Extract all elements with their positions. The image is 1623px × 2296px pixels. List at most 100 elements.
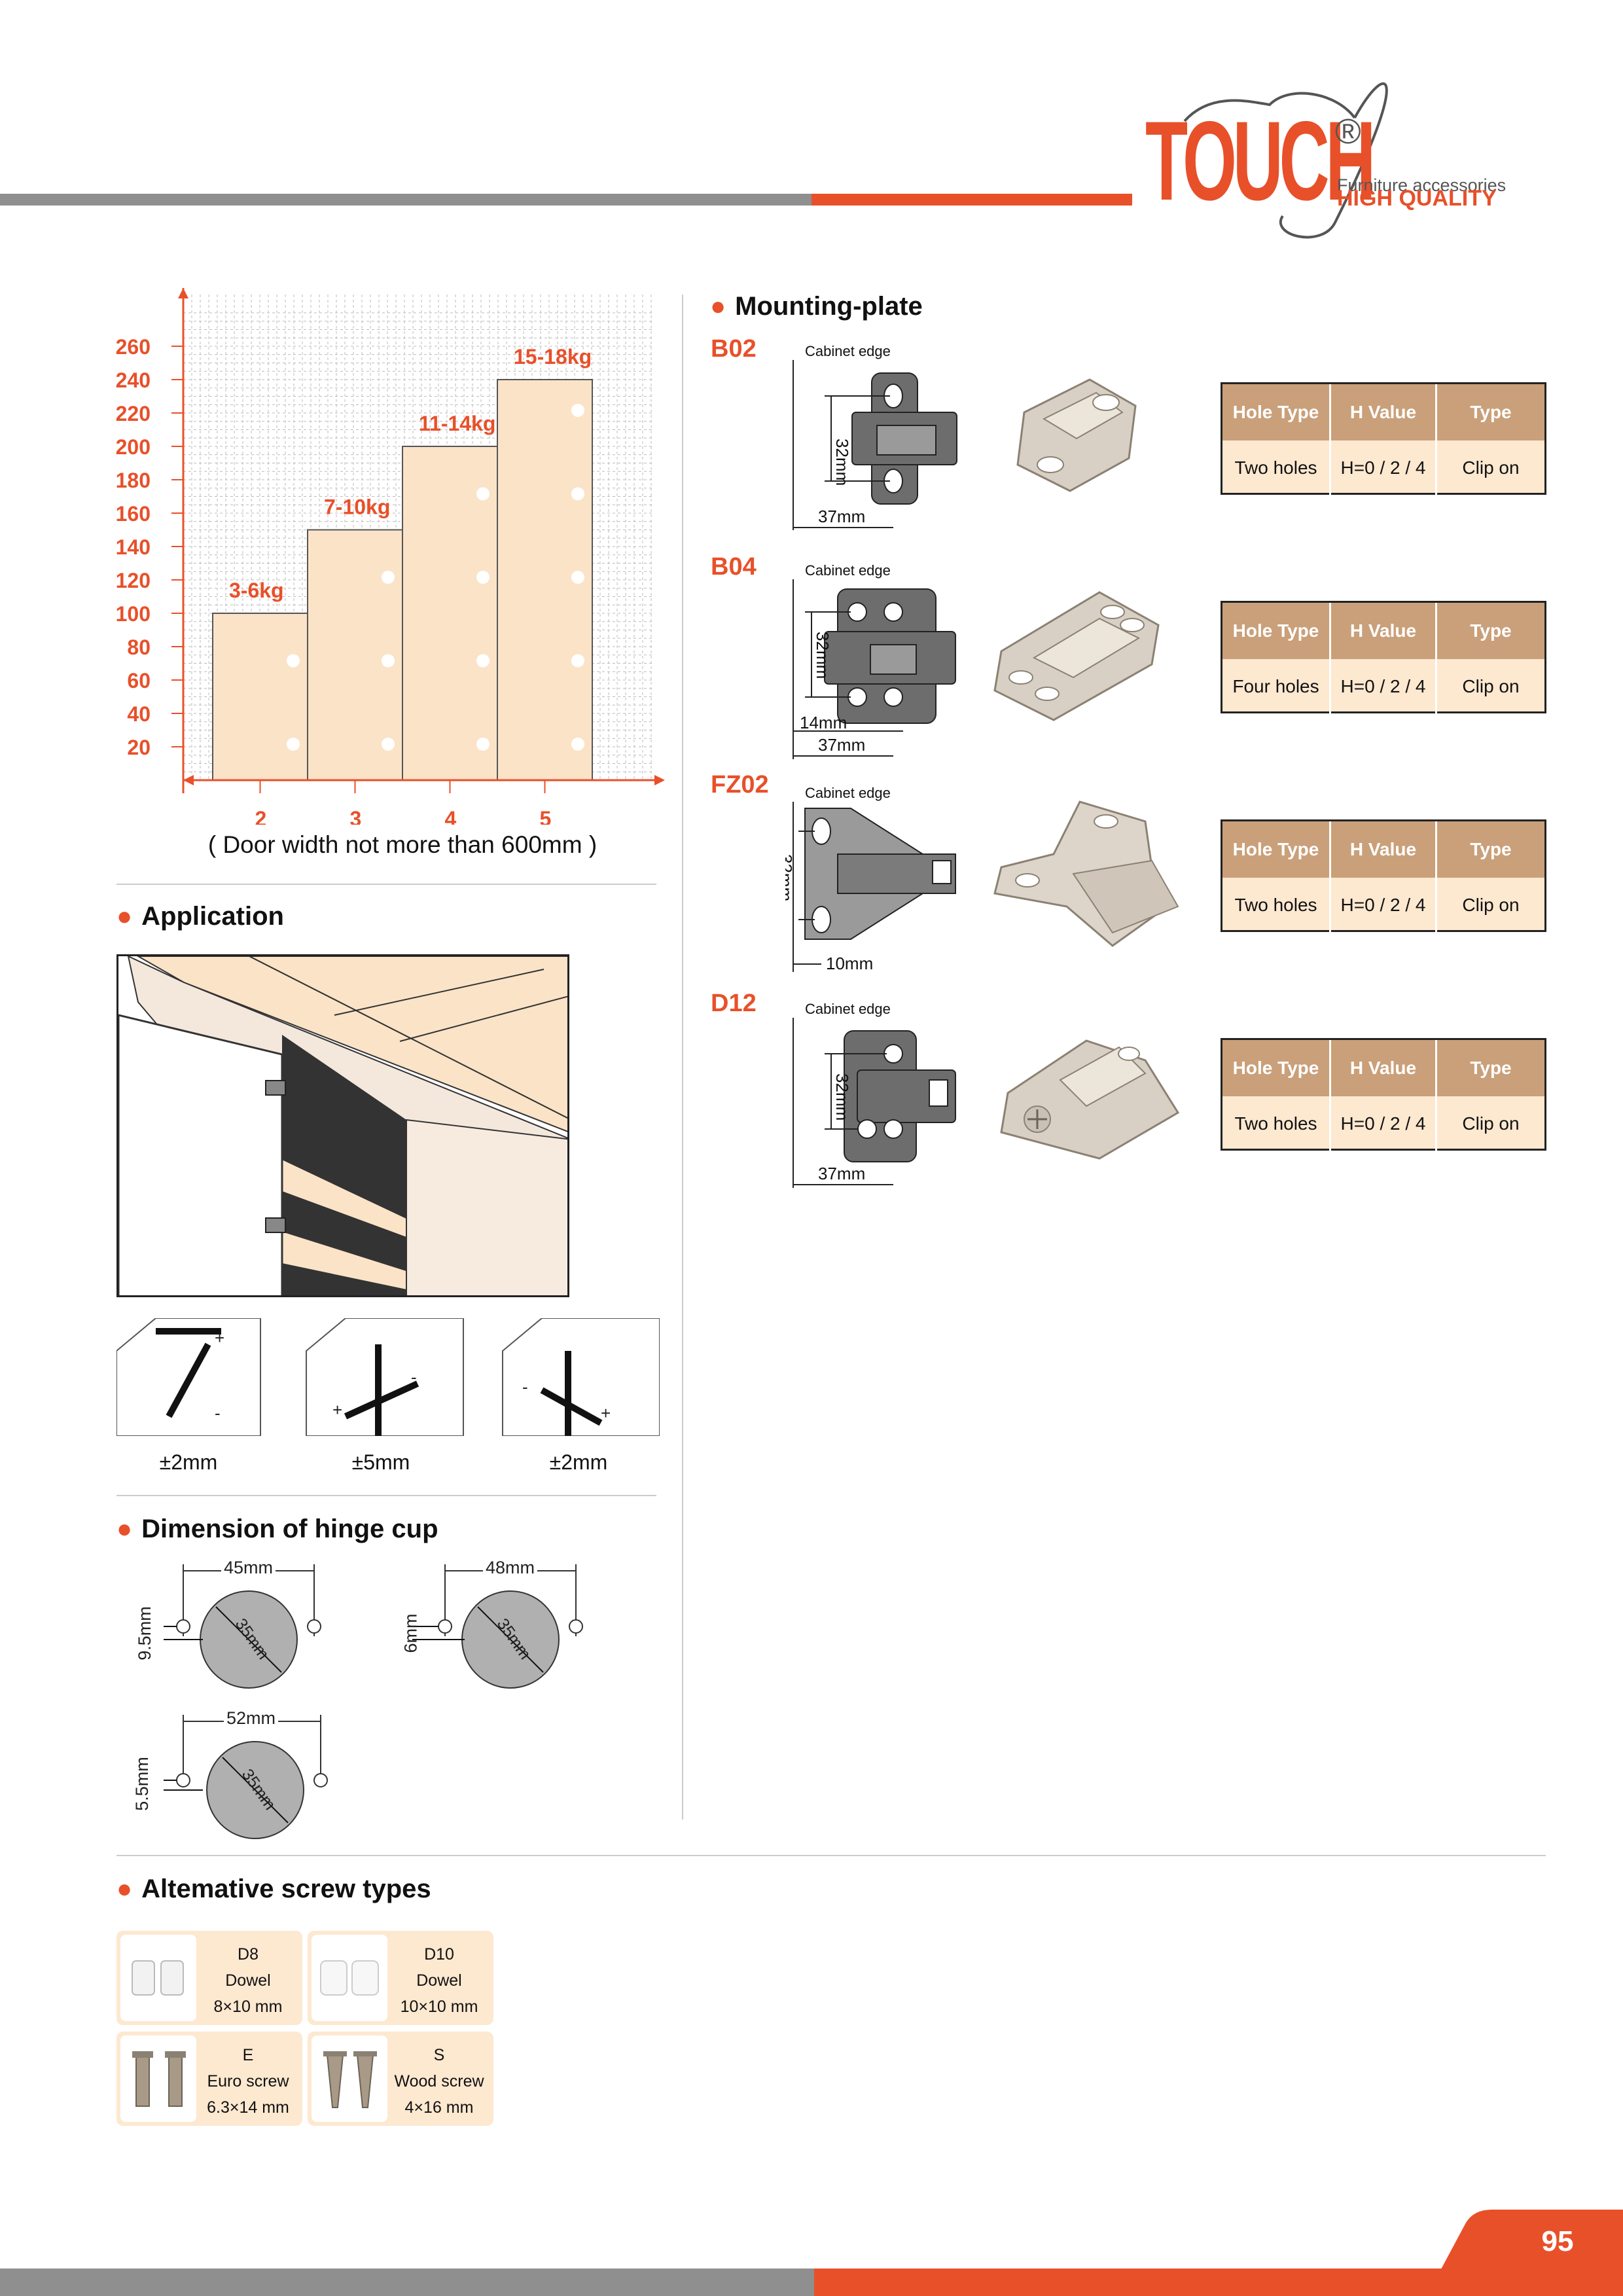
screw-code: D8 xyxy=(238,1945,259,1964)
bar-dot xyxy=(287,738,300,751)
plate-code-fz02: FZ02 xyxy=(711,771,769,798)
dowel-icon xyxy=(312,1935,387,2021)
bar-dot xyxy=(476,487,490,501)
td-type: Clip on xyxy=(1462,894,1520,915)
divider xyxy=(116,1855,1546,1856)
hinge-cup-diagrams: 45mm 9.5mm 35mm 48mm 6mm 35mm 52mm 5.5mm… xyxy=(131,1558,602,1859)
bar-dot xyxy=(287,654,300,668)
screw-card-s: S Wood screw 4×16 mm xyxy=(308,2032,493,2126)
plate-code-d12: D12 xyxy=(711,990,757,1017)
td-hole-type: Two holes xyxy=(1222,440,1331,495)
plate-code-b02: B02 xyxy=(711,335,757,363)
application-illustration xyxy=(116,954,569,1297)
screw-code: S xyxy=(433,2046,445,2064)
adj-label-3: ±2mm xyxy=(549,1450,608,1474)
plate-dim-h-fz02: 10mm xyxy=(826,954,873,973)
adjustment-icons: + - + - + - xyxy=(116,1318,660,1437)
plate-edge-b04: Cabinet edge xyxy=(805,562,891,579)
th-hole-type: Hole Type xyxy=(1222,1040,1331,1096)
brand-tagline-2: HIGH QUALITY xyxy=(1337,186,1497,211)
plate-photo-fz02 xyxy=(993,800,1179,947)
th-h-value: H Value xyxy=(1331,603,1438,659)
th-hole-type: Hole Type xyxy=(1222,821,1331,878)
cup-width-2: 48mm xyxy=(483,1558,538,1578)
screw-size: 6.3×14 mm xyxy=(207,2098,289,2117)
brand-logo: TOUCH ® Furniture accessories HIGH QUALI… xyxy=(1139,65,1507,249)
x-tick-label: 5 xyxy=(540,807,552,825)
y-tick-label: 240 xyxy=(116,368,151,392)
th-h-value: H Value xyxy=(1331,821,1438,878)
screw-size: 10×10 mm xyxy=(400,1998,478,2016)
euro-screw-icon xyxy=(120,2036,196,2122)
bar-data-label: 15-18kg xyxy=(514,345,592,368)
plate-drawing-d12: Cabinet edge 32mm 37mm xyxy=(793,1001,956,1188)
y-tick-label: 220 xyxy=(116,402,151,425)
bar-dot xyxy=(571,654,584,668)
adj-label-1: ±2mm xyxy=(159,1450,218,1474)
th-type: Type xyxy=(1470,620,1512,641)
bar-dot xyxy=(571,738,584,751)
adj-label-2: ±5mm xyxy=(351,1450,410,1474)
bar-dot xyxy=(571,404,584,417)
plate-code-b04: B04 xyxy=(711,553,757,581)
header-accent-bar xyxy=(812,194,1132,206)
bar-dot xyxy=(382,654,395,668)
spec-table-b02: Hole Type H Value Type Two holes H=0 / 2… xyxy=(1221,382,1546,495)
td-h-value: H=0 / 2 / 4 xyxy=(1331,1096,1438,1151)
bar-data-label: 11-14kg xyxy=(419,412,495,435)
th-type: Type xyxy=(1470,839,1512,859)
mounting-plate-heading: ●Mounting-plate xyxy=(710,292,923,321)
brand-name: TOUCH xyxy=(1145,98,1376,224)
bar-data-label: 7-10kg xyxy=(324,495,390,519)
td-type: Clip on xyxy=(1462,675,1520,696)
plate-dim-h-b04: 37mm xyxy=(818,735,865,755)
x-tick-label: 2 xyxy=(255,807,267,825)
screw-size: 4×16 mm xyxy=(404,2098,474,2117)
plate-dim-v-b02: 32mm xyxy=(832,439,852,486)
bar-dot xyxy=(476,654,490,668)
bar-dot xyxy=(476,738,490,751)
page-number-tab xyxy=(1427,2210,1623,2296)
th-hole-type: Hole Type xyxy=(1222,384,1331,440)
registered-mark: ® xyxy=(1335,112,1361,151)
cup-offset-2: 6mm xyxy=(401,1613,421,1653)
plate-drawing-fz02: Cabinet edge 32mm 10mm xyxy=(785,785,956,973)
td-hole-type: Four holes xyxy=(1222,659,1331,713)
plate-dim-h-d12: 37mm xyxy=(818,1164,865,1183)
bar-dot xyxy=(571,571,584,584)
cup-offset-1: 9.5mm xyxy=(134,1606,154,1660)
chart-xlabel: ( Door width not more than 600mm ) xyxy=(207,831,597,858)
spec-table-b04: Hole Type H Value Type Four holes H=0 / … xyxy=(1221,601,1546,713)
application-heading: ●Application xyxy=(116,902,284,931)
y-tick-label: 100 xyxy=(116,602,151,626)
dowel-icon xyxy=(120,1935,196,2021)
cup-offset-3: 5.5mm xyxy=(132,1757,152,1811)
y-tick-label: 160 xyxy=(116,502,151,526)
chart-bar xyxy=(212,613,308,781)
screw-name: Dowel xyxy=(225,1971,271,1990)
td-h-value: H=0 / 2 / 4 xyxy=(1331,440,1438,495)
y-tick-label: 80 xyxy=(127,636,151,659)
y-tick-label: 180 xyxy=(116,469,151,492)
cup-width-3: 52mm xyxy=(224,1708,279,1729)
th-h-value: H Value xyxy=(1331,1040,1438,1096)
divider xyxy=(116,884,656,885)
load-chart: 3-6kg27-10kg311-14kg415-18kg520406080100… xyxy=(116,288,665,825)
td-type: Clip on xyxy=(1462,1113,1520,1134)
brand-tagline-1: Furniture accessories xyxy=(1337,175,1507,195)
y-tick-label: 260 xyxy=(116,335,151,359)
y-tick-label: 200 xyxy=(116,435,151,459)
y-axis-arrow-icon xyxy=(178,288,188,298)
plate-photo-d12 xyxy=(1000,1039,1180,1160)
header-gray-bar xyxy=(0,194,818,206)
screw-card-e: E Euro screw 6.3×14 mm xyxy=(116,2032,302,2126)
bar-data-label: 3-6kg xyxy=(229,579,284,602)
screw-code: D10 xyxy=(424,1945,454,1964)
screw-code: E xyxy=(242,2046,254,2064)
x-tick-label: 3 xyxy=(350,807,362,825)
screw-size: 8×10 mm xyxy=(213,1998,283,2016)
adj-plus-2: + xyxy=(332,1400,343,1420)
th-type: Type xyxy=(1470,1058,1512,1078)
y-tick-label: 40 xyxy=(127,702,151,726)
wood-screw-icon xyxy=(312,2036,387,2122)
